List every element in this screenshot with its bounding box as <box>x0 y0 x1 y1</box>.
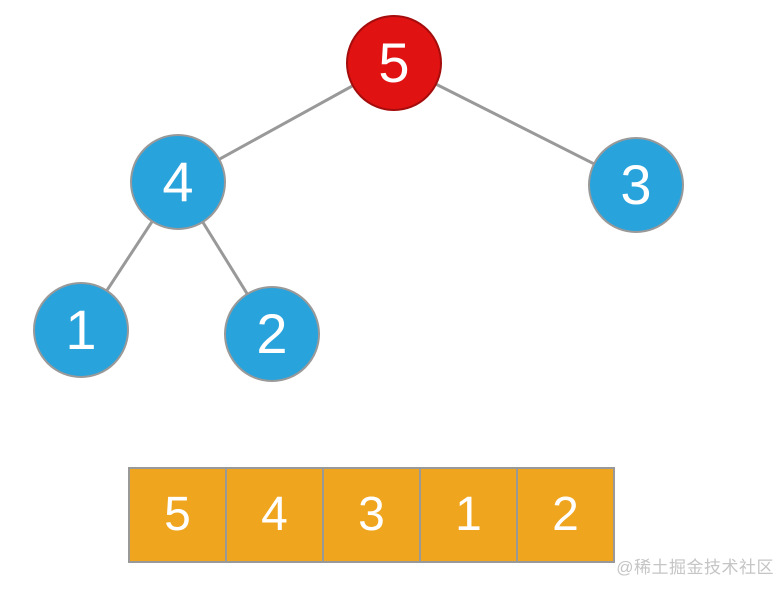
array-cell-4: 2 <box>516 469 613 561</box>
tree-node-4: 4 <box>130 134 226 230</box>
tree-node-label: 4 <box>162 150 194 213</box>
tree-node-3: 3 <box>588 137 684 233</box>
tree-node-1: 1 <box>33 282 129 378</box>
tree-node-label: 1 <box>65 298 97 361</box>
array-cell-1: 4 <box>225 469 322 561</box>
tree-node-2: 2 <box>224 286 320 382</box>
watermark: @稀土掘金技术社区 <box>616 558 774 577</box>
tree-node-label: 2 <box>256 302 288 365</box>
tree-node-root-5: 5 <box>346 15 442 111</box>
tree-node-label: 3 <box>620 153 652 216</box>
array-container: 5 4 3 1 2 <box>128 467 615 563</box>
array-cell-3: 1 <box>419 469 516 561</box>
tree-node-label: 5 <box>378 31 410 94</box>
array-cell-2: 3 <box>322 469 419 561</box>
array-cell-0: 5 <box>130 469 225 561</box>
